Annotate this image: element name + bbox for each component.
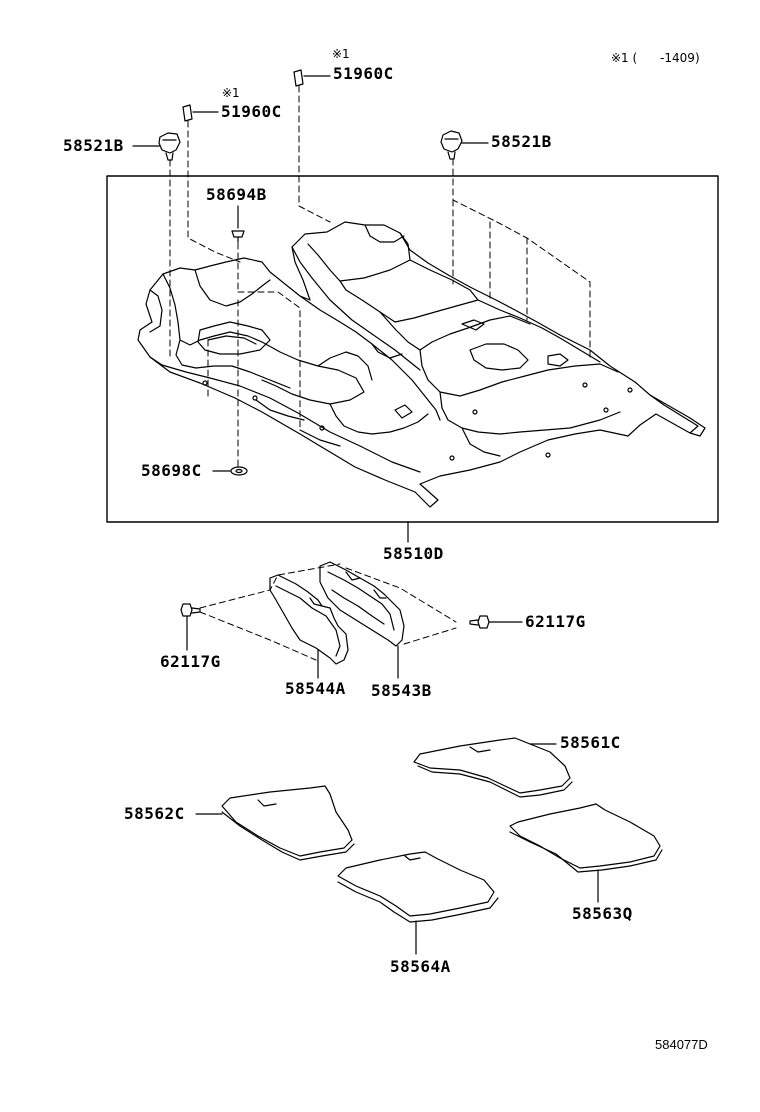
clip-58521b-right-icon (440, 130, 489, 160)
note-mark-mid: ※1 (222, 86, 240, 100)
label-51960c-mid: 51960C (221, 102, 282, 121)
label-58521b-right: 58521B (491, 132, 552, 151)
clip-51960c-top-icon (293, 69, 331, 87)
label-58543b: 58543B (371, 681, 432, 700)
floor-carpet-58510d (137, 221, 706, 508)
panel-58544a (269, 574, 349, 665)
label-58510d: 58510D (383, 544, 444, 563)
clip-58521b-left-icon (132, 132, 181, 161)
panel-58543b (319, 561, 405, 647)
label-58698c: 58698C (141, 461, 202, 480)
label-58562c: 58562C (124, 804, 185, 823)
label-58561c: 58561C (560, 733, 621, 752)
label-58544a: 58544A (285, 679, 346, 698)
fastener-58694b-icon (231, 205, 245, 243)
fastener-58698c-icon (212, 466, 248, 476)
note-mark-top: ※1 (332, 47, 350, 61)
clip-51960c-mid-icon (182, 104, 219, 122)
label-62117g-right: 62117G (525, 612, 586, 631)
label-51960c-top: 51960C (333, 64, 394, 83)
bolt-62117g-right-icon (469, 615, 523, 629)
mat-58564a (337, 851, 499, 955)
label-58521b-left: 58521B (63, 136, 124, 155)
note-range: ※1 ( -1409) (611, 51, 700, 65)
label-58563q: 58563Q (572, 904, 633, 923)
bolt-62117g-left-icon (180, 603, 201, 651)
assembly-frame (106, 175, 719, 523)
label-62117g-left: 62117G (160, 652, 221, 671)
diagram-id: 584077D (655, 1037, 708, 1052)
mat-58562c (195, 785, 355, 861)
label-58564a: 58564A (390, 957, 451, 976)
mat-58561c (413, 737, 573, 798)
mat-58563q (509, 803, 663, 903)
label-58694b: 58694B (206, 185, 267, 204)
